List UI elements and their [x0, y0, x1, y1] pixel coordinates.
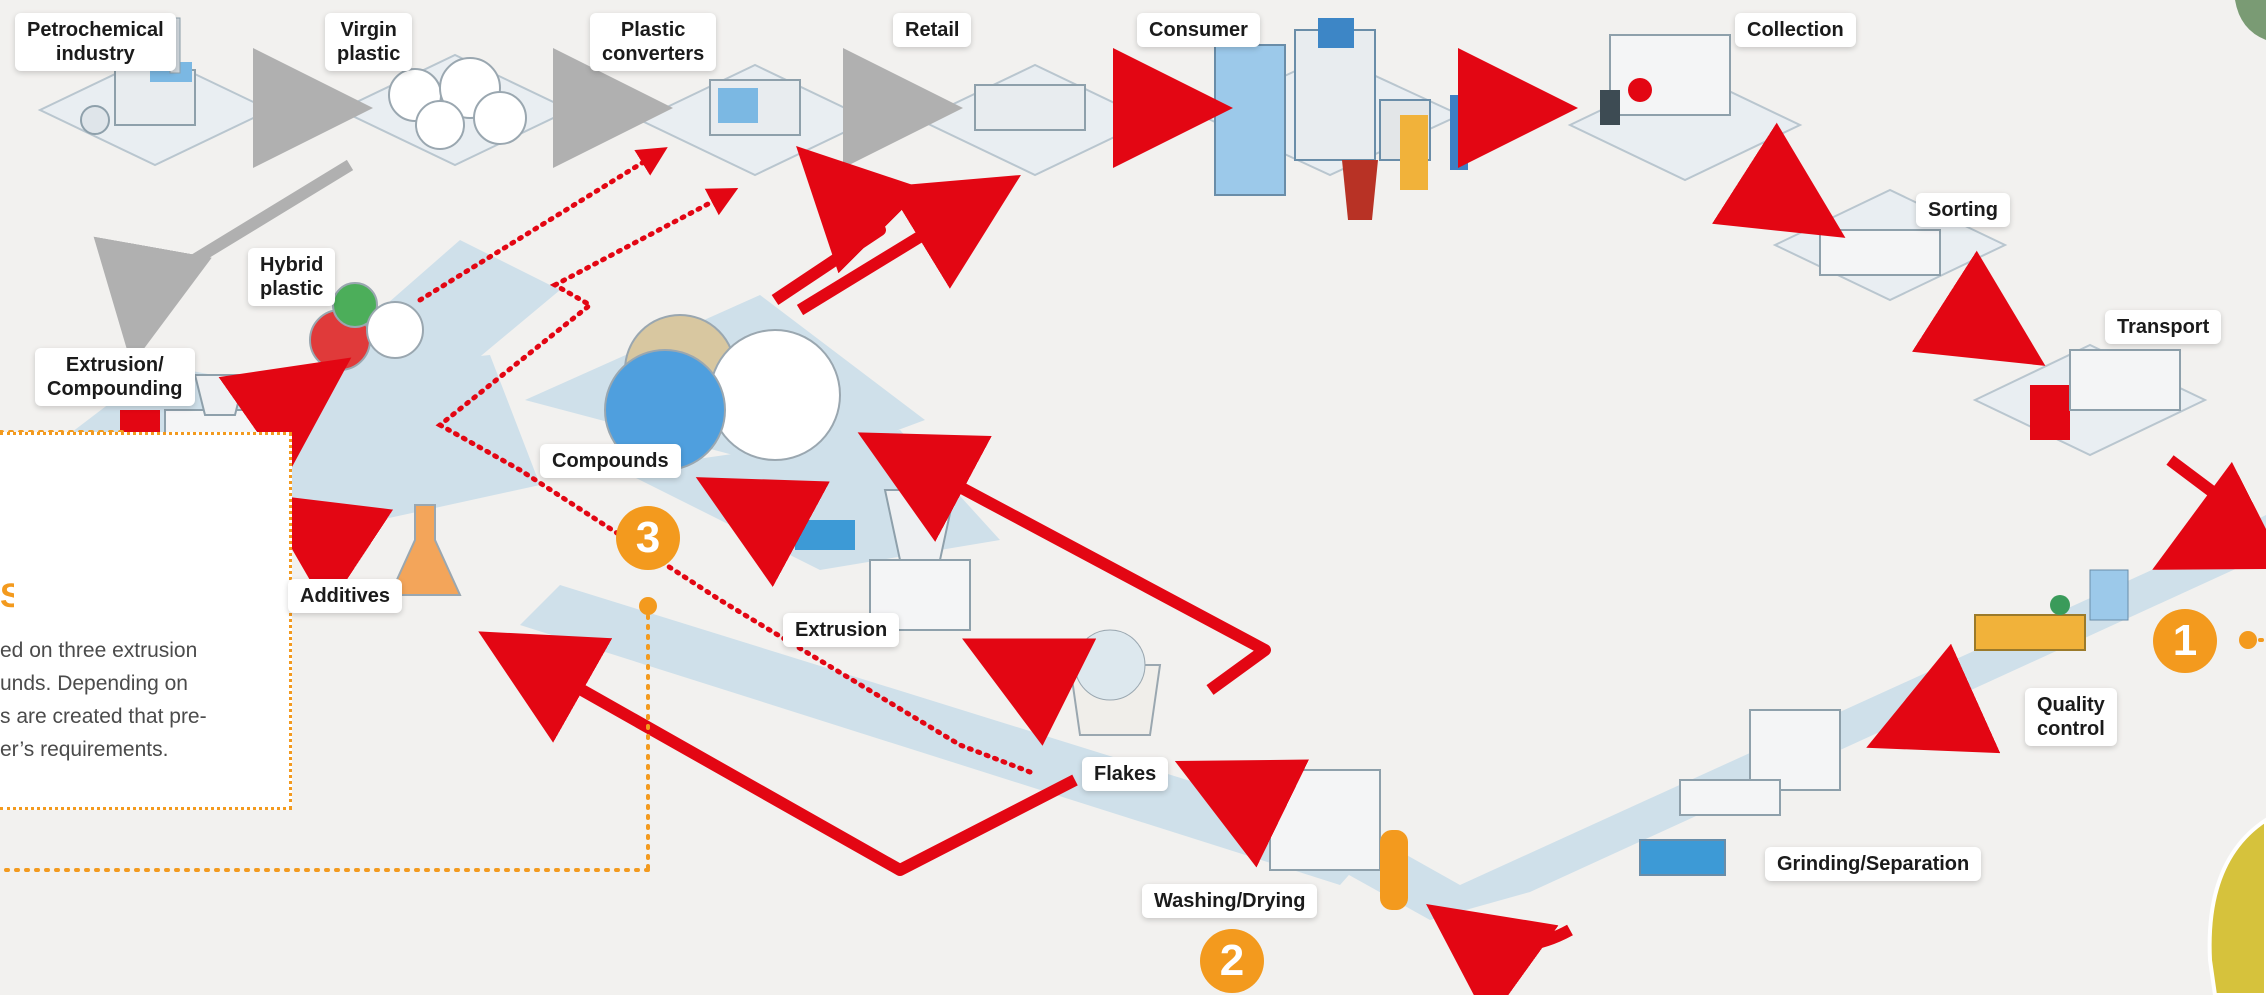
- label-hybrid-plastic: Hybrid plastic: [248, 248, 336, 306]
- label-virgin-plastic: Virgin plastic: [325, 13, 413, 71]
- label-washing-drying: Washing/Drying: [1142, 884, 1318, 918]
- virgin-flow-arrows: [93, 48, 963, 366]
- edge-photo-top: [2235, 0, 2266, 40]
- step-badge-2: 2: [1200, 929, 1264, 993]
- step-badge-1: 1: [2153, 609, 2217, 673]
- label-collection: Collection: [1735, 13, 1856, 47]
- label-extrusion-compounding: Extrusion/ Compounding: [35, 348, 195, 406]
- info-heading-fragment: S: [0, 580, 14, 612]
- label-flakes: Flakes: [1082, 757, 1169, 791]
- connector-dot-1: [2239, 631, 2257, 649]
- info-line-1: ed on three extrusion: [0, 639, 198, 662]
- label-quality-control: Quality control: [2025, 688, 2117, 746]
- dotted-flow-arrows: [417, 147, 1033, 775]
- label-grinding-separation: Grinding/Separation: [1765, 847, 1982, 881]
- label-retail: Retail: [893, 13, 972, 47]
- label-transport: Transport: [2105, 310, 2222, 344]
- edge-photo-bottom: [2207, 817, 2266, 995]
- label-sorting: Sorting: [1916, 193, 2010, 227]
- label-plastic-converters: Plastic converters: [590, 13, 717, 71]
- label-compounds: Compounds: [540, 444, 681, 478]
- label-extrusion: Extrusion: [783, 613, 900, 647]
- info-box: [0, 432, 292, 810]
- label-petrochemical-industry: Petrochemical industry: [15, 13, 176, 71]
- connector-dot-3: [639, 597, 657, 615]
- label-additives: Additives: [288, 579, 403, 613]
- info-line-4: er’s requirements.: [0, 738, 169, 761]
- info-line-3: s are created that pre-: [0, 705, 207, 728]
- info-line-2: unds. Depending on: [0, 672, 188, 695]
- step-badge-3: 3: [616, 506, 680, 570]
- label-consumer: Consumer: [1137, 13, 1260, 47]
